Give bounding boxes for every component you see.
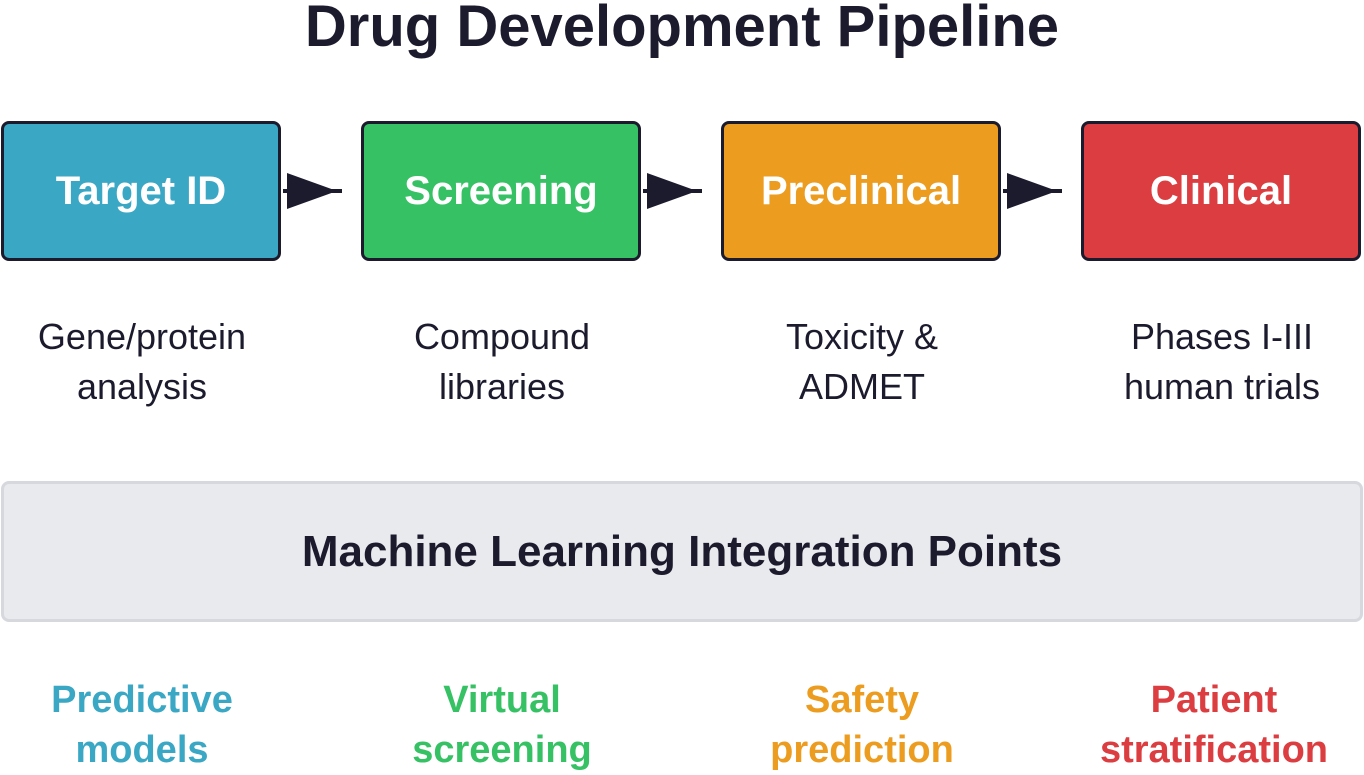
ml-point-line: prediction <box>770 729 954 771</box>
ml-band-label: Machine Learning Integration Points <box>301 526 1063 576</box>
desc-line: Phases I-III <box>1130 316 1314 357</box>
desc-line: Compound <box>413 316 591 357</box>
stage-clinical: Clinical <box>1081 121 1361 261</box>
diagram-title: Drug Development Pipeline <box>304 0 1060 59</box>
stage-target-id: Target ID <box>1 121 281 261</box>
ml-point-target-id: Predictive models <box>0 675 292 775</box>
ml-integration-band: Machine Learning Integration Points <box>1 481 1363 622</box>
arrow-preclinical-to-clinical <box>1003 173 1062 209</box>
ml-point-line: Safety <box>804 679 920 721</box>
desc-line: Toxicity & <box>785 316 939 357</box>
desc-line: ADMET <box>799 366 925 407</box>
desc-line: Gene/protein <box>37 316 247 357</box>
desc-line: human trials <box>1123 366 1321 407</box>
stage-screening: Screening <box>361 121 641 261</box>
desc-screening: Compound libraries <box>362 312 642 412</box>
desc-clinical: Phases I-III human trials <box>1082 312 1362 412</box>
stage-preclinical: Preclinical <box>721 121 1001 261</box>
ml-point-line: Patient <box>1150 679 1278 721</box>
ml-point-preclinical: Safety prediction <box>712 675 1012 775</box>
ml-point-line: Virtual <box>443 679 561 721</box>
desc-target-id: Gene/protein analysis <box>2 312 282 412</box>
ml-point-clinical: Patient stratification <box>1064 675 1364 775</box>
desc-preclinical: Toxicity & ADMET <box>722 312 1002 412</box>
ml-point-line: Predictive <box>51 679 233 721</box>
desc-line: libraries <box>438 366 566 407</box>
arrow-target-to-screening <box>283 173 342 209</box>
arrow-screening-to-preclinical <box>643 173 702 209</box>
ml-point-line: stratification <box>1099 729 1329 771</box>
ml-point-screening: Virtual screening <box>352 675 652 775</box>
ml-point-line: models <box>75 729 209 771</box>
desc-line: analysis <box>76 366 208 407</box>
ml-point-line: screening <box>412 729 592 771</box>
